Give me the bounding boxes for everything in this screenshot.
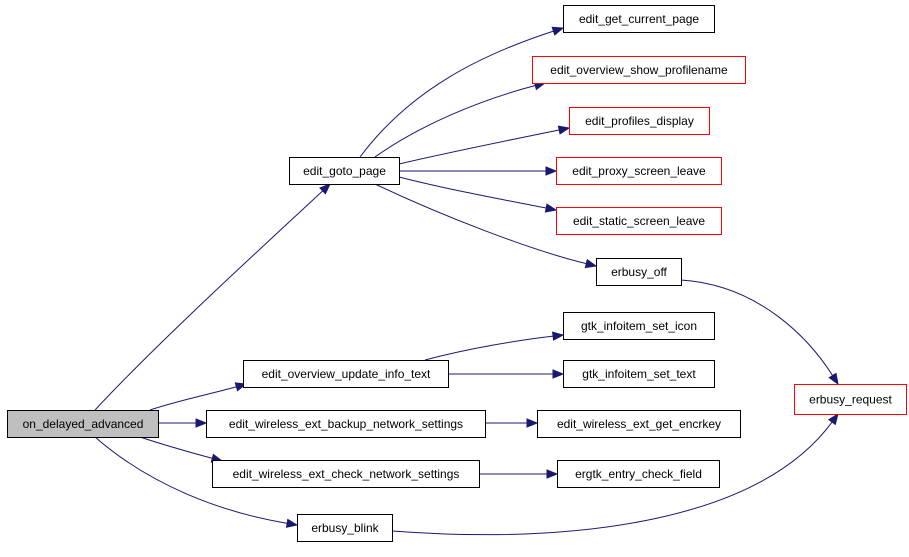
edge-erbusy_off-to-erbusy_request bbox=[680, 279, 839, 386]
node-box bbox=[556, 207, 722, 235]
node-edit-overview-update-info-text[interactable]: edit_overview_update_info_text bbox=[243, 360, 449, 388]
edge-edit_goto_page-to-edit_profiles_display bbox=[398, 125, 571, 165]
node-label: ergtk_entry_check_field bbox=[575, 467, 702, 481]
node-label: edit_goto_page bbox=[303, 164, 386, 178]
node-box bbox=[563, 5, 715, 33]
arrowhead-icon bbox=[828, 372, 839, 386]
edge-edit_goto_page-to-erbusy_off bbox=[374, 183, 598, 269]
arrowhead-icon bbox=[526, 418, 539, 428]
node-label: edit_wireless_ext_backup_network_setting… bbox=[229, 417, 463, 431]
arrowhead-icon bbox=[195, 418, 208, 428]
edge-line bbox=[359, 30, 554, 158]
node-layer: on_delayed_advanced edit_goto_page edit_ge… bbox=[7, 5, 907, 542]
node-box bbox=[563, 360, 715, 388]
edge-line bbox=[149, 386, 237, 411]
node-box bbox=[243, 360, 449, 388]
arrowhead-icon bbox=[552, 331, 565, 341]
edge-layer bbox=[94, 26, 839, 536]
node-edit-get-current-page[interactable]: edit_get_current_page bbox=[563, 5, 715, 33]
arrowhead-icon bbox=[545, 166, 558, 176]
node-gtk-infoitem-set-text[interactable]: gtk_infoitem_set_text bbox=[563, 360, 715, 388]
edge-edit_overview_update_info_text-to-gtk_infoitem_set_icon bbox=[424, 331, 565, 361]
node-label: gtk_infoitem_set_icon bbox=[581, 319, 697, 333]
node-edit-proxy-screen-leave[interactable]: edit_proxy_screen_leave bbox=[556, 157, 722, 185]
node-erbusy-blink[interactable]: erbusy_blink bbox=[297, 514, 393, 542]
arrowhead-icon bbox=[827, 412, 839, 426]
arrowhead-icon bbox=[285, 518, 299, 528]
arrowhead-icon bbox=[551, 26, 565, 36]
node-box bbox=[563, 312, 715, 340]
node-gtk-infoitem-set-icon[interactable]: gtk_infoitem_set_icon bbox=[563, 312, 715, 340]
arrowhead-icon bbox=[552, 369, 565, 379]
node-on-delayed-advanced[interactable]: on_delayed_advanced bbox=[7, 410, 159, 438]
node-label: erbusy_request bbox=[809, 393, 892, 407]
node-ergtk-entry-check-field[interactable]: ergtk_entry_check_field bbox=[557, 460, 720, 488]
node-label: erbusy_off bbox=[611, 265, 667, 279]
edge-line bbox=[398, 129, 560, 165]
node-box bbox=[557, 460, 720, 488]
edge-on_delayed_advanced-to-edit_wireless_ext_backup_network_settings bbox=[158, 418, 208, 428]
node-edit-goto-page[interactable]: edit_goto_page bbox=[289, 157, 400, 185]
node-label: edit_profiles_display bbox=[585, 114, 694, 128]
edge-line bbox=[391, 421, 833, 536]
edge-edit_overview_update_info_text-to-gtk_infoitem_set_text bbox=[447, 369, 565, 379]
edge-edit_goto_page-to-edit_get_current_page bbox=[359, 26, 565, 158]
edge-line bbox=[94, 190, 324, 411]
node-label: edit_wireless_ext_check_network_settings bbox=[233, 467, 460, 481]
node-box bbox=[596, 258, 682, 286]
node-box bbox=[7, 410, 159, 438]
edge-on_delayed_advanced-to-edit_overview_update_info_text bbox=[149, 382, 248, 411]
edge-line bbox=[374, 85, 536, 158]
edge-line bbox=[680, 279, 834, 376]
node-edit-wireless-ext-get-encrkey[interactable]: edit_wireless_ext_get_encrkey bbox=[537, 410, 741, 438]
node-edit-wireless-ext-check-network-settings[interactable]: edit_wireless_ext_check_network_settings bbox=[212, 460, 480, 488]
node-box bbox=[532, 56, 746, 84]
node-label: edit_overview_show_profilename bbox=[550, 63, 728, 77]
edge-line bbox=[398, 176, 547, 209]
edge-on_delayed_advanced-to-erbusy_blink bbox=[94, 436, 299, 528]
edge-line bbox=[374, 183, 587, 265]
node-erbusy-request[interactable]: erbusy_request bbox=[794, 384, 907, 415]
node-label: edit_wireless_ext_get_encrkey bbox=[557, 417, 721, 431]
node-edit-profiles-display[interactable]: edit_profiles_display bbox=[569, 107, 710, 135]
edge-on_delayed_advanced-to-edit_goto_page bbox=[94, 183, 331, 411]
node-box bbox=[537, 410, 741, 438]
node-label: on_delayed_advanced bbox=[23, 417, 144, 431]
arrowhead-icon bbox=[546, 469, 559, 479]
node-label: edit_get_current_page bbox=[579, 12, 699, 26]
arrowhead-icon bbox=[557, 125, 571, 135]
edge-edit_goto_page-to-edit_static_screen_leave bbox=[398, 176, 558, 213]
node-box bbox=[289, 157, 400, 185]
node-box bbox=[556, 157, 722, 185]
edge-line bbox=[139, 436, 213, 459]
edge-edit_goto_page-to-edit_proxy_screen_leave bbox=[398, 166, 558, 176]
node-box bbox=[297, 514, 393, 542]
arrowhead-icon bbox=[584, 258, 598, 269]
arrowhead-icon bbox=[319, 183, 331, 195]
node-erbusy-off[interactable]: erbusy_off bbox=[596, 258, 682, 286]
node-box bbox=[206, 410, 486, 438]
edge-edit_wireless_ext_check_network_settings-to-ergtk_entry_check_field bbox=[479, 469, 559, 479]
node-label: edit_overview_update_info_text bbox=[262, 367, 431, 381]
node-label: erbusy_blink bbox=[311, 521, 379, 535]
node-label: gtk_infoitem_set_text bbox=[582, 367, 696, 381]
node-box bbox=[212, 460, 480, 488]
node-box bbox=[794, 384, 907, 415]
arrowhead-icon bbox=[544, 203, 558, 213]
edge-edit_wireless_ext_backup_network_settings-to-edit_wireless_ext_get_encrkey bbox=[485, 418, 539, 428]
node-edit-wireless-ext-backup-network-settings[interactable]: edit_wireless_ext_backup_network_setting… bbox=[206, 410, 486, 438]
node-edit-static-screen-leave[interactable]: edit_static_screen_leave bbox=[556, 207, 722, 235]
node-box bbox=[569, 107, 710, 135]
edge-erbusy_blink-to-erbusy_request bbox=[391, 412, 839, 536]
node-edit-overview-show-profilename[interactable]: edit_overview_show_profilename bbox=[532, 56, 746, 84]
edge-edit_goto_page-to-edit_overview_show_profilename bbox=[374, 81, 547, 158]
edge-on_delayed_advanced-to-edit_wireless_ext_check_network_settings bbox=[139, 436, 224, 463]
node-label: edit_static_screen_leave bbox=[573, 214, 705, 228]
edge-line bbox=[94, 436, 288, 524]
node-label: edit_proxy_screen_leave bbox=[572, 164, 706, 178]
edge-line bbox=[424, 335, 554, 361]
